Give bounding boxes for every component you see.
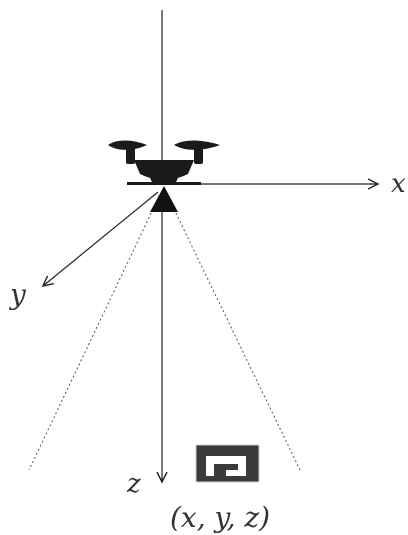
x-axis-label: x	[391, 169, 406, 199]
y-axis	[43, 192, 158, 286]
fov-boundary-left	[29, 205, 155, 470]
z-axis-label: z	[126, 469, 141, 499]
fov-boundary-right	[172, 205, 301, 472]
target-coordinate-label: (x, y, z)	[170, 501, 270, 534]
aruco-marker-icon	[196, 445, 259, 482]
drone-icon	[108, 140, 220, 212]
y-axis-label: y	[8, 278, 27, 311]
